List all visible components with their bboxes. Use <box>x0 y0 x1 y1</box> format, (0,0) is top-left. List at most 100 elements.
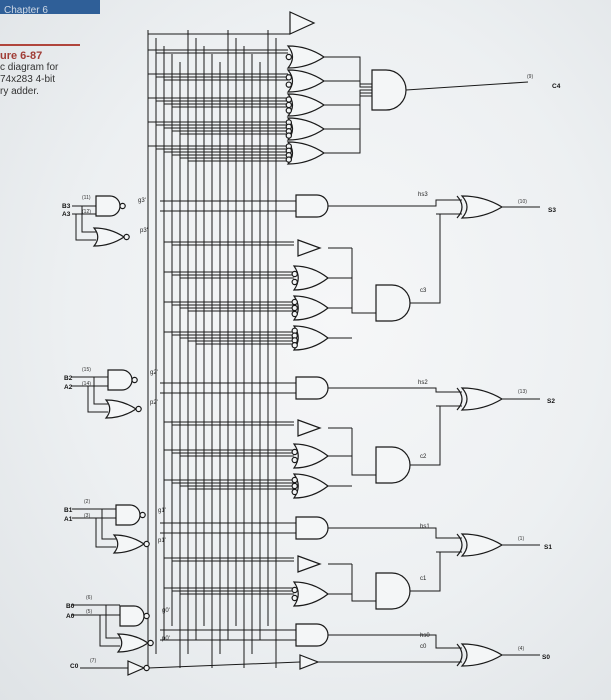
c4-or-0-in-bubble <box>285 53 292 61</box>
hs-and-2 <box>295 376 329 400</box>
signal-hs3: hs3 <box>418 192 428 198</box>
c4-or-2 <box>286 93 326 117</box>
nor-bit2-bubble <box>135 405 142 413</box>
carry-or-3-2-in-bubble <box>291 304 298 312</box>
pin-b0: (6) <box>86 595 92 601</box>
figure-caption: ure 6-87 c diagram for 74x283 4-bit ry a… <box>0 44 80 98</box>
sum-xor-2 <box>460 387 504 411</box>
sum-xor-2-arc <box>456 387 463 411</box>
pin-b3: (11) <box>82 195 91 201</box>
signal-hs2: hs2 <box>418 380 428 386</box>
caption-line-1: c diagram for <box>0 62 59 73</box>
pin-b2: (15) <box>82 367 91 373</box>
carry-or-2-2-in-bubble <box>291 482 298 490</box>
carry-or-3-1-in-bubble <box>291 278 298 286</box>
output-s3-label: S3 <box>548 207 556 214</box>
signal-p3: p3' <box>140 228 148 234</box>
nor-bit3-bubble <box>123 233 130 241</box>
carry-buffer-1 <box>297 555 322 573</box>
pin-c0: (7) <box>90 658 96 664</box>
pin-s3: (10) <box>518 199 527 205</box>
caption-line-3: ry adder. <box>0 86 39 97</box>
c4-or-4-in-bubble <box>285 156 292 163</box>
nor-bit0-bubble <box>147 639 154 647</box>
carry-or-3-2 <box>292 295 329 321</box>
figure-number: ure 6-87 <box>0 50 43 62</box>
nor-bit1 <box>112 534 146 554</box>
input-b3-label: B3 <box>62 203 71 210</box>
input-a1-label: A1 <box>64 516 73 523</box>
c4-or-3-in-bubble <box>285 132 292 139</box>
input-a3-label: A3 <box>62 211 71 218</box>
caption-line-2: 74x283 4-bit <box>0 74 56 85</box>
nand-bit1-bubble <box>139 511 146 519</box>
c4-or-1 <box>286 69 326 93</box>
hs-and-3 <box>295 194 329 218</box>
sum-xor-0-arc <box>456 643 463 667</box>
chapter-title: Chapter 6 <box>4 5 48 16</box>
output-s1-label: S1 <box>544 544 552 551</box>
c4-or-2-in-bubble <box>285 101 292 109</box>
pin-s0: (4) <box>518 646 524 652</box>
carry-and-1 <box>375 572 411 610</box>
pin-a3: (12) <box>82 209 91 215</box>
sum-xor-3-arc <box>456 195 463 219</box>
nand-bit3 <box>95 195 121 217</box>
pin-s2: (13) <box>518 389 527 395</box>
carry-and-2 <box>375 446 411 484</box>
input-c0-label: C0 <box>70 663 79 670</box>
carry-or-2-1-in-bubble <box>291 448 298 456</box>
nand-bit2-bubble <box>131 376 138 384</box>
carry-or-3-1 <box>292 265 329 291</box>
c4-or-1-in-bubble <box>285 81 292 88</box>
carry-or-3-2-in-bubble <box>291 298 298 306</box>
carry-or-1-1-in-bubble <box>291 594 298 602</box>
carry-or-2-1 <box>292 443 329 469</box>
hs-and-1 <box>295 516 329 540</box>
c0-inverter <box>127 660 146 676</box>
carry-or-3-3 <box>292 325 329 351</box>
sum-xor-1 <box>460 533 504 557</box>
signal-p1: p1' <box>158 538 166 544</box>
carry-or-2-1-in-bubble <box>291 456 298 464</box>
c4-top-buffer <box>289 11 316 35</box>
carry-or-1-1-in-bubble <box>291 586 298 594</box>
pin-a0: (5) <box>86 609 92 615</box>
nor-bit0 <box>116 633 150 653</box>
c4-or-3 <box>286 117 326 141</box>
carry-or-2-2-in-bubble <box>291 476 298 484</box>
c4-or-4 <box>286 141 326 165</box>
c0-inverter-bubble <box>143 664 150 672</box>
carry-and-3 <box>375 284 411 322</box>
sum-xor-3 <box>460 195 504 219</box>
carry-or-3-2-in-bubble <box>291 310 298 318</box>
sum-xor-0 <box>460 643 504 667</box>
pin-b1: (2) <box>84 499 90 505</box>
nand-bit0-bubble <box>143 612 150 620</box>
signal-p0: p0' <box>162 636 170 642</box>
signal-c2: c2 <box>420 454 427 460</box>
pin-s1: (1) <box>518 536 524 542</box>
signal-c3: c3 <box>420 288 427 294</box>
input-a0-label: A0 <box>66 613 75 620</box>
pin-c4: (9) <box>527 74 533 80</box>
carry-or-3-3-in-bubble <box>291 342 298 349</box>
carry-buffer-3 <box>297 239 322 257</box>
input-a2-label: A2 <box>64 384 73 391</box>
input-b0-label: B0 <box>66 603 75 610</box>
input-b1-label: B1 <box>64 507 73 514</box>
carry-or-3-1-in-bubble <box>291 270 298 278</box>
nand-bit1 <box>115 504 141 526</box>
signal-hs0: hs0 <box>420 633 430 639</box>
c4-or-2-in-bubble <box>285 96 292 103</box>
output-s2-label: S2 <box>547 398 555 405</box>
c0-buffer <box>299 654 320 670</box>
sum-xor-1-arc <box>456 533 463 557</box>
carry-or-1-1 <box>292 581 329 607</box>
nor-bit1-bubble <box>143 540 150 548</box>
hs-and-0 <box>295 623 329 647</box>
c4-or-2-in-bubble <box>285 107 292 114</box>
chapter-header: Chapter 6 <box>0 0 100 16</box>
